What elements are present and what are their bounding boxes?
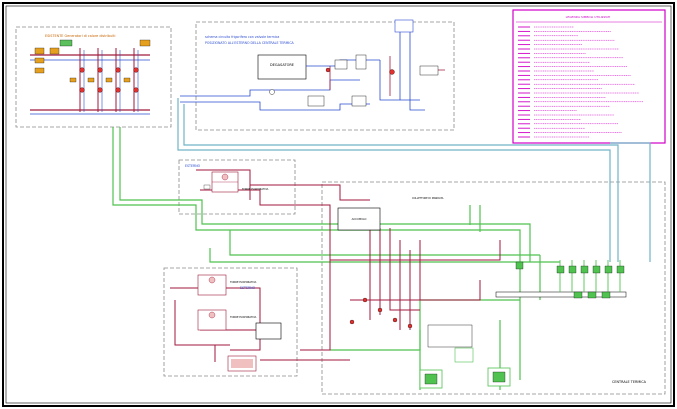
outdoor-tower-box-1 [178, 159, 296, 215]
tower-2-label: TORRE EVAPORATIVA [230, 280, 257, 284]
accumulator-label: ACCUMULO [352, 217, 367, 221]
legend-rows [518, 26, 643, 138]
thermal-plant-title: CENTRALE TERMICA [612, 380, 647, 384]
degasser-label: DEGASATORE [270, 63, 294, 67]
legend-title: LEGENDA SIMBOLI UTILIZZATI [566, 15, 611, 19]
tower-3-label: TORRE EVAPORATIVA [230, 315, 257, 319]
outdoor-unit-1: ESTERNO TORRE EVAPORATIVA [185, 164, 269, 193]
chiller-box-title-1: schema circuito frigorifero con valvole … [205, 35, 279, 39]
exchanger-block [255, 322, 282, 340]
chiller-circuit-diagram: schema circuito frigorifero con valvole … [180, 19, 445, 111]
sheet-inner-frame [5, 5, 672, 404]
outdoor-box-2-title: ESTERNO [240, 286, 256, 290]
cooling-tower-2 [197, 274, 227, 296]
legend-frame [512, 9, 666, 144]
green-pipelines [112, 127, 560, 390]
accumulator-vessel [337, 207, 381, 231]
outdoor-unit-2: ESTERNO TORRE EVAPORATIVA TORRE EVAPORAT… [197, 274, 282, 372]
delivery-collector [495, 291, 627, 298]
thermal-plant-diagram: ACCUMULO COLLETTORE DI MANDATA CENTRALE … [337, 197, 647, 389]
legend: LEGENDA SIMBOLI UTILIZZATI [512, 9, 666, 144]
existing-box-title: ESISTENTE Generatori di calore distribui… [45, 34, 115, 38]
outdoor-box-1-title: ESTERNO [185, 164, 201, 168]
chiller-outdoor-box [195, 21, 455, 131]
thermal-plant-box [321, 181, 666, 395]
chiller-box-title-2: POSIZIONATO ALL'ESTERNO DELLA CENTRALE T… [205, 41, 295, 45]
outdoor-tower-box-2 [163, 267, 298, 377]
tower-1-label: TORRE EVAPORATIVA [242, 187, 269, 191]
collector-label: COLLETTORE DI MANDATA [412, 197, 444, 200]
existing-generators-box [15, 26, 172, 128]
cooling-tower-3 [197, 309, 227, 331]
cyan-pipelines [177, 98, 651, 262]
degasser-tank [257, 54, 307, 80]
existing-generators-diagram: ESISTENTE Generatori di calore distribui… [30, 34, 151, 115]
